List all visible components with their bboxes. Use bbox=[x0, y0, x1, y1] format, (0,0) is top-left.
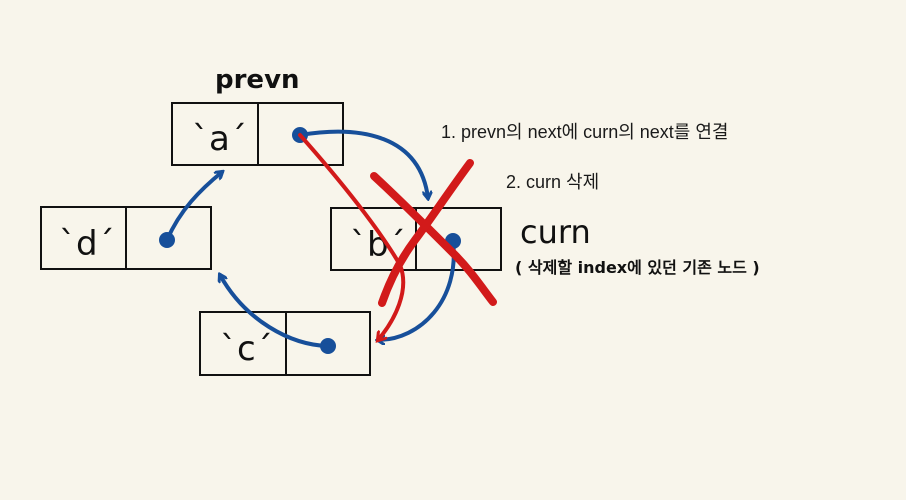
step-1-text: 1. prevn의 next에 curn의 next를 연결 bbox=[441, 122, 728, 142]
curn-note: ( 삭제할 index에 있던 기존 노드 ) bbox=[515, 258, 760, 277]
arrow-c-to-d bbox=[220, 275, 330, 348]
node-a-value: `a´ bbox=[192, 119, 247, 159]
prevn-label: prevn bbox=[215, 65, 300, 95]
arrow-a-to-b bbox=[298, 129, 428, 198]
node-d-value: `d´ bbox=[59, 224, 115, 264]
step-2-text: 2. curn 삭제 bbox=[506, 172, 599, 192]
delete-cross-mark bbox=[370, 159, 497, 307]
arrow-b-to-c bbox=[378, 239, 456, 340]
arrow-d-to-a bbox=[165, 172, 222, 242]
node-d: `d´ bbox=[40, 206, 212, 270]
node-c-value: `c´ bbox=[220, 329, 273, 369]
node-c: `c´ bbox=[199, 311, 371, 376]
curn-label: curn bbox=[520, 213, 591, 251]
